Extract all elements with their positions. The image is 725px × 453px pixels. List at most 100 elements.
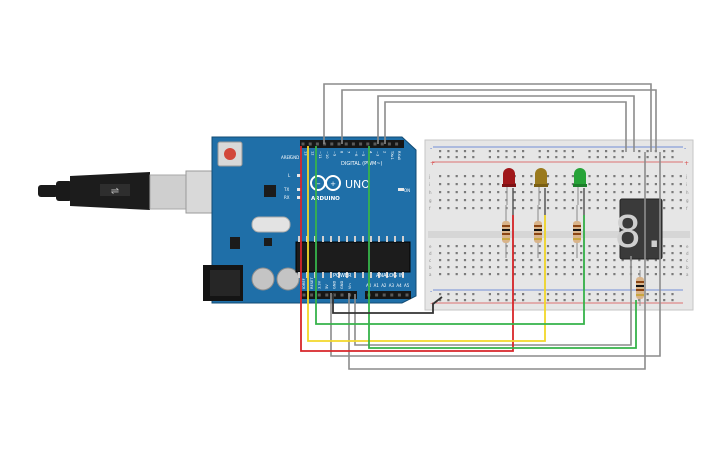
breadboard-hole[interactable] [621, 259, 624, 262]
breadboard-hole[interactable] [671, 199, 674, 202]
rail-hole[interactable] [563, 150, 566, 153]
breadboard-hole[interactable] [596, 273, 599, 276]
rail-hole[interactable] [563, 156, 566, 159]
rail-hole[interactable] [463, 156, 467, 159]
breadboard-hole[interactable] [455, 191, 458, 194]
rail-hole[interactable] [588, 150, 591, 153]
breadboard-hole[interactable] [522, 245, 525, 248]
breadboard-hole[interactable] [571, 266, 574, 269]
rail-hole[interactable] [588, 299, 591, 302]
breadboard-hole[interactable] [546, 245, 550, 248]
breadboard-hole[interactable] [522, 259, 525, 262]
green-led[interactable] [573, 168, 587, 205]
rail-hole[interactable] [588, 293, 591, 296]
breadboard-hole[interactable] [588, 183, 591, 186]
breadboard-hole[interactable] [513, 191, 516, 194]
breadboard-hole[interactable] [530, 245, 533, 248]
resistor-3[interactable] [573, 221, 581, 243]
breadboard-hole[interactable] [530, 252, 533, 255]
digital-pin-hole[interactable] [380, 142, 384, 146]
breadboard-hole[interactable] [605, 191, 608, 194]
rail-hole[interactable] [522, 293, 525, 296]
breadboard-hole[interactable] [679, 273, 682, 276]
breadboard-hole[interactable] [447, 259, 450, 262]
rail-hole[interactable] [621, 150, 624, 153]
breadboard-hole[interactable] [463, 252, 467, 255]
breadboard-hole[interactable] [513, 259, 516, 262]
breadboard-hole[interactable] [671, 259, 674, 262]
breadboard-hole[interactable] [588, 207, 591, 210]
breadboard-hole[interactable] [447, 183, 450, 186]
rail-hole[interactable] [555, 293, 558, 296]
breadboard-hole[interactable] [555, 273, 558, 276]
breadboard-hole[interactable] [455, 259, 458, 262]
breadboard-hole[interactable] [671, 245, 674, 248]
power-pin-hole[interactable] [302, 293, 306, 297]
rail-hole[interactable] [439, 299, 442, 302]
breadboard-hole[interactable] [530, 266, 533, 269]
breadboard-hole[interactable] [663, 183, 666, 186]
rail-hole[interactable] [571, 156, 574, 159]
breadboard-hole[interactable] [497, 207, 500, 210]
digital-pin-hole[interactable] [301, 142, 305, 146]
rail-hole[interactable] [671, 150, 674, 153]
breadboard-hole[interactable] [588, 266, 591, 269]
rail-hole[interactable] [463, 299, 467, 302]
breadboard-hole[interactable] [679, 259, 682, 262]
rail-hole[interactable] [447, 150, 450, 153]
rail-hole[interactable] [638, 299, 641, 302]
breadboard-hole[interactable] [488, 175, 491, 178]
breadboard-hole[interactable] [679, 207, 682, 210]
breadboard-hole[interactable] [488, 207, 491, 210]
breadboard-hole[interactable] [488, 273, 491, 276]
rail-hole[interactable] [455, 293, 458, 296]
breadboard-hole[interactable] [546, 191, 550, 194]
breadboard-hole[interactable] [488, 191, 491, 194]
breadboard-hole[interactable] [613, 259, 616, 262]
breadboard-hole[interactable] [580, 199, 583, 202]
breadboard-hole[interactable] [472, 259, 475, 262]
breadboard-hole[interactable] [522, 252, 525, 255]
breadboard-hole[interactable] [605, 259, 608, 262]
rail-hole[interactable] [455, 299, 458, 302]
breadboard-hole[interactable] [646, 273, 649, 276]
breadboard-hole[interactable] [654, 191, 657, 194]
rail-hole[interactable] [538, 156, 541, 159]
digital-pin-hole[interactable] [366, 142, 370, 146]
rail-hole[interactable] [621, 156, 624, 159]
breadboard-hole[interactable] [638, 273, 641, 276]
rail-hole[interactable] [455, 150, 458, 153]
breadboard-hole[interactable] [580, 245, 583, 248]
rail-hole[interactable] [538, 150, 541, 153]
breadboard-hole[interactable] [580, 266, 583, 269]
breadboard-hole[interactable] [563, 273, 566, 276]
breadboard-hole[interactable] [555, 245, 558, 248]
breadboard-hole[interactable] [613, 183, 616, 186]
breadboard-hole[interactable] [513, 245, 516, 248]
rail-hole[interactable] [447, 293, 450, 296]
digital-pin-hole[interactable] [337, 142, 341, 146]
breadboard-hole[interactable] [522, 207, 525, 210]
breadboard-hole[interactable] [447, 266, 450, 269]
breadboard-hole[interactable] [522, 273, 525, 276]
breadboard-hole[interactable] [555, 207, 558, 210]
breadboard-hole[interactable] [513, 199, 516, 202]
breadboard-hole[interactable] [596, 259, 599, 262]
rail-hole[interactable] [621, 293, 624, 296]
breadboard-hole[interactable] [480, 266, 483, 269]
rail-hole[interactable] [488, 150, 491, 153]
rail-hole[interactable] [439, 156, 442, 159]
breadboard-hole[interactable] [563, 207, 566, 210]
rail-hole[interactable] [538, 293, 541, 296]
power-pin-hole[interactable] [310, 293, 314, 297]
breadboard-hole[interactable] [530, 183, 533, 186]
breadboard-hole[interactable] [447, 199, 450, 202]
breadboard-hole[interactable] [654, 259, 657, 262]
breadboard-hole[interactable] [596, 199, 599, 202]
rail-hole[interactable] [513, 299, 516, 302]
rail-hole[interactable] [596, 150, 599, 153]
breadboard-hole[interactable] [613, 207, 616, 210]
breadboard-hole[interactable] [679, 183, 682, 186]
breadboard-hole[interactable] [654, 266, 657, 269]
breadboard-hole[interactable] [447, 175, 450, 178]
